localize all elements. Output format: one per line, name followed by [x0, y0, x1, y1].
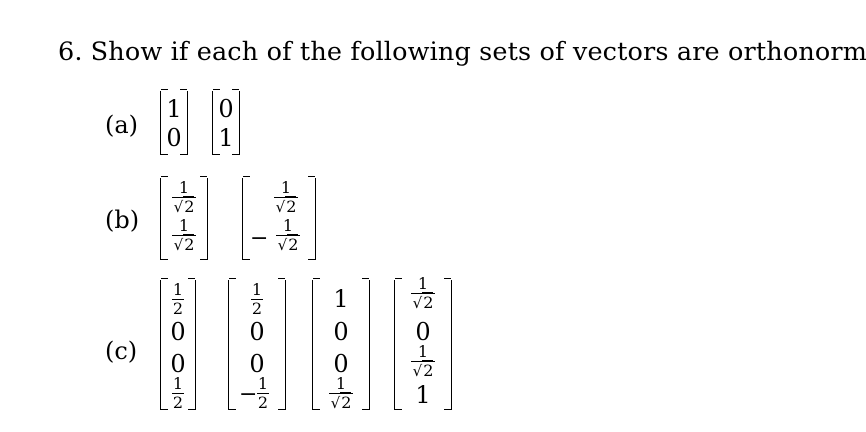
vector-b2: 1 √2 − 1 √2 — [242, 176, 316, 261]
vector-b1: 1 √2 1 √2 — [160, 176, 208, 261]
vector-c3-entry-1: 1 — [333, 285, 349, 313]
part-a-label: (a) — [105, 111, 139, 139]
vector-c3: 1 0 0 1 √2 — [312, 278, 370, 413]
vector-c4-entry-4: 1 — [415, 381, 431, 409]
vector-a2: 0 1 — [212, 89, 240, 156]
vector-b2-minus-sign: − — [250, 226, 269, 251]
vector-c3-entry-3: 0 — [333, 350, 349, 378]
problem-text: Show if each of the following sets of ve… — [90, 37, 866, 67]
vector-b1-entry-2: 1 √2 — [172, 216, 196, 255]
vector-c4-entry-2: 0 — [415, 318, 431, 346]
vector-c2-entry-4: 1 2 — [257, 374, 269, 413]
vector-a2-entry-2: 1 — [218, 124, 234, 152]
vector-c1-entry-4: 1 2 — [172, 374, 184, 413]
vector-c4: 1 √2 0 1 √2 1 — [394, 276, 452, 411]
vector-c2-entry-3: 0 — [249, 350, 265, 378]
vector-b1-entry-1: 1 √2 — [172, 178, 196, 217]
vector-c2-entry-1: 1 2 — [251, 280, 263, 319]
vector-c4-entry-3: 1 √2 — [411, 342, 435, 381]
vector-a1: 1 0 — [160, 89, 188, 156]
vector-c3-entry-4: 1 √2 — [329, 374, 353, 413]
vector-c1: 1 2 0 0 1 2 — [160, 278, 196, 413]
vector-c1-entry-2: 0 — [170, 318, 186, 346]
problem-number: 6. — [58, 37, 83, 67]
problem-statement: 6.Show if each of the following sets of … — [58, 37, 866, 67]
vector-c4-entry-1: 1 √2 — [411, 274, 435, 313]
vector-c2-minus-sign: − — [239, 382, 258, 407]
vector-b2-entry-1: 1 √2 — [274, 178, 298, 217]
part-b-label: (b) — [105, 206, 140, 234]
vector-a1-entry-1: 1 — [166, 95, 182, 123]
vector-a2-entry-1: 0 — [218, 95, 234, 123]
part-c-label: (c) — [105, 337, 138, 365]
vector-c1-entry-3: 0 — [170, 350, 186, 378]
vector-c2: 1 2 0 0 − 1 2 — [228, 278, 286, 413]
vector-c1-entry-1: 1 2 — [172, 280, 184, 319]
vector-b2-entry-2: 1 √2 — [276, 216, 300, 255]
vector-c3-entry-2: 0 — [333, 318, 349, 346]
vector-c2-entry-2: 0 — [249, 318, 265, 346]
vector-a1-entry-2: 0 — [166, 124, 182, 152]
